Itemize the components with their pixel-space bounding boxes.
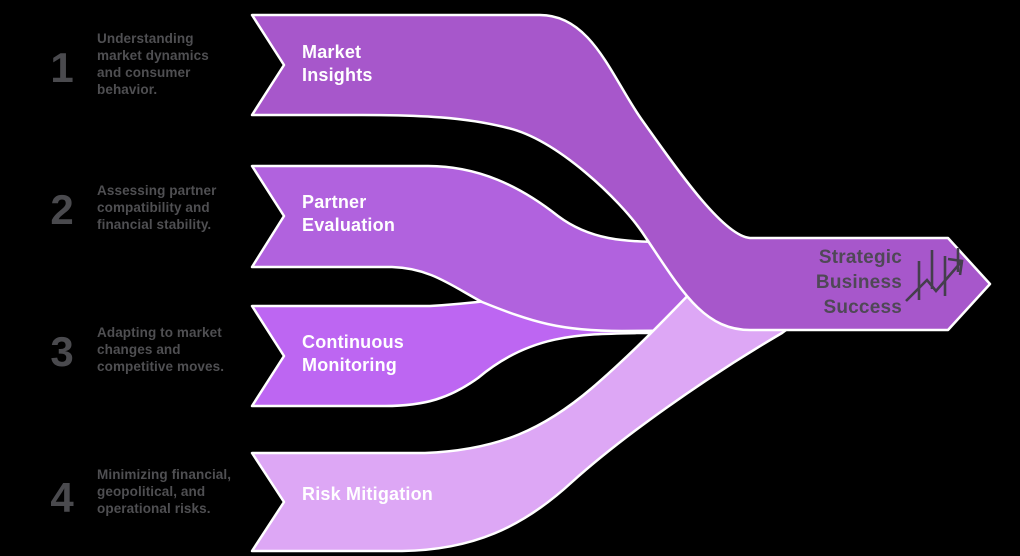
step-number-2: 2 [50, 186, 74, 233]
step-number-4: 4 [50, 474, 74, 521]
banner-label-risk-mitigation: Risk Mitigation [302, 484, 434, 504]
step-description-3: Adapting to market changes and competiti… [97, 325, 225, 374]
banner-label-market-insights: Market Insights [302, 42, 373, 85]
step-description-4: Minimizing financial, geopolitical, and … [97, 467, 232, 516]
step-description-1: Understanding market dynamics and consum… [97, 31, 209, 97]
banner-label-continuous-monitoring: Continuous Monitoring [302, 332, 404, 375]
outcome-label: Strategic Business Success [815, 247, 902, 318]
banner-label-partner-evaluation: Partner Evaluation [302, 192, 396, 235]
ribbon-market-insights-outcome-arrow [250, 13, 992, 332]
step-number-3: 3 [50, 328, 74, 375]
ribbon-risk-mitigation [250, 248, 804, 553]
step-number-1: 1 [50, 44, 74, 91]
growth-chart-icon [905, 248, 964, 302]
step-description-2: Assessing partner compatibility and fina… [97, 183, 217, 232]
